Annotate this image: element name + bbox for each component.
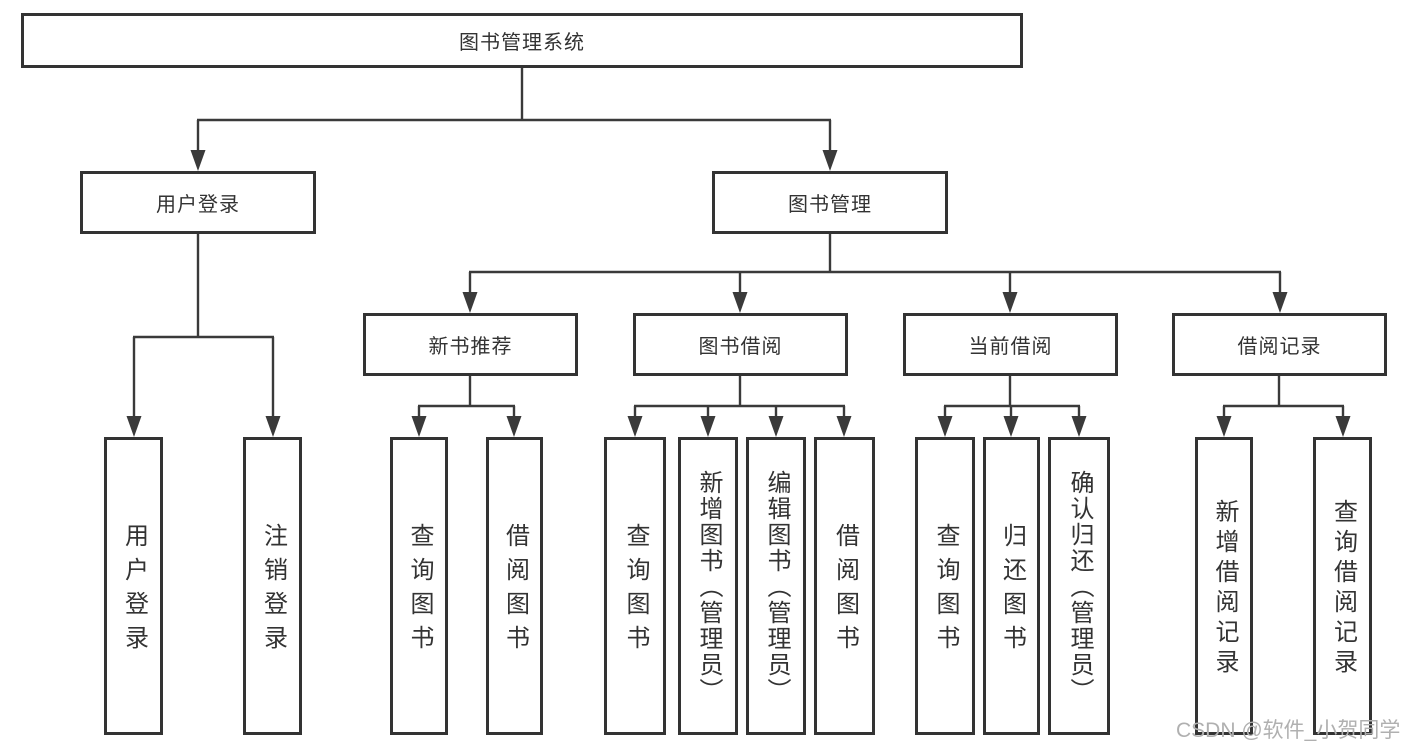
leaf-user-login: 用户登录: [104, 437, 163, 735]
leaf-borrow-books-recommend: 借阅图书: [486, 437, 543, 735]
leaf-borrow-books-borrow: 借阅图书: [814, 437, 875, 735]
node-book-borrow: 图书借阅: [633, 313, 848, 376]
leaf-add-borrow-record: 新增借阅记录: [1195, 437, 1253, 735]
arrowheads: [126, 150, 1351, 437]
leaf-query-borrow-record: 查询借阅记录: [1313, 437, 1372, 735]
leaf-confirm-return-admin: 确认归还（管理员）: [1048, 437, 1110, 735]
node-new-book-recommend: 新书推荐: [363, 313, 578, 376]
node-library-system: 图书管理系统: [21, 13, 1023, 68]
node-user-login: 用户登录: [80, 171, 316, 234]
leaf-logout: 注销登录: [243, 437, 302, 735]
leaf-query-books-recommend: 查询图书: [390, 437, 448, 735]
node-borrow-records: 借阅记录: [1172, 313, 1387, 376]
leaf-query-books-current: 查询图书: [915, 437, 975, 735]
leaf-edit-book-admin: 编辑图书（管理员）: [746, 437, 806, 735]
leaf-query-books-borrow: 查询图书: [604, 437, 666, 735]
csdn-watermark: CSDN @软件_小贺同学: [1176, 719, 1401, 742]
node-book-management: 图书管理: [712, 171, 948, 234]
leaf-add-book-admin: 新增图书（管理员）: [678, 437, 738, 735]
leaf-return-book: 归还图书: [983, 437, 1040, 735]
node-current-borrow: 当前借阅: [903, 313, 1118, 376]
